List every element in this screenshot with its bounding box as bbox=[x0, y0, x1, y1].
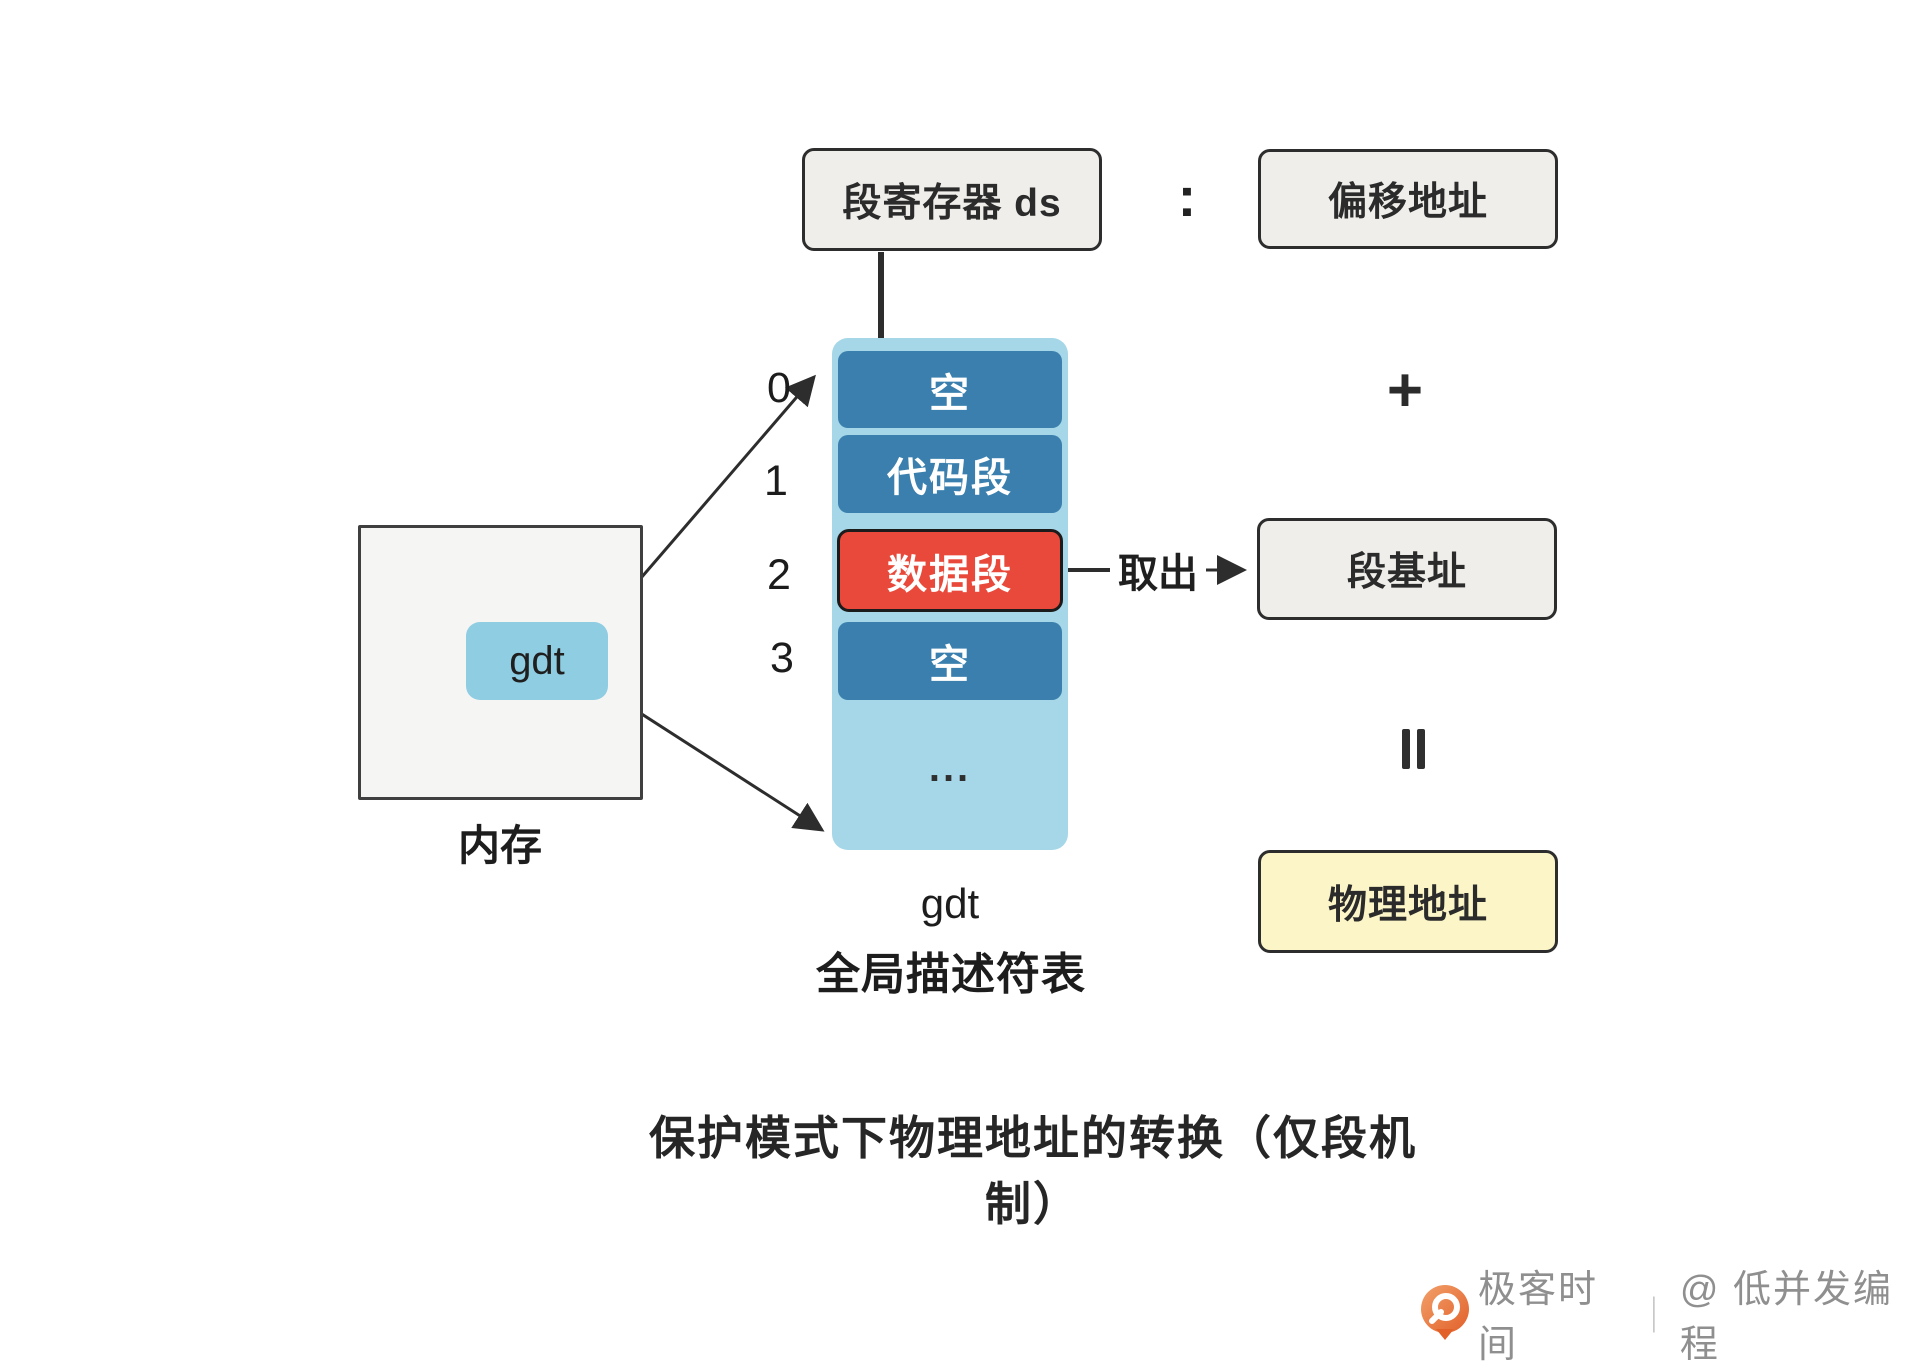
row-index-3: 3 bbox=[770, 634, 794, 682]
geektime-logo-icon bbox=[1421, 1285, 1469, 1340]
offset-address-box: 偏移地址 bbox=[1258, 149, 1558, 249]
footer-divider: ｜ bbox=[1635, 1295, 1674, 1336]
segment-base-label: 段基址 bbox=[1346, 551, 1467, 594]
equals-bar-left bbox=[1402, 729, 1410, 769]
gdt-table: 空 代码段 数据段 空 ... bbox=[832, 338, 1068, 850]
segment-register-label: 段寄存器 ds bbox=[842, 181, 1062, 225]
offset-address-label: 偏移地址 bbox=[1327, 181, 1488, 224]
row-index-1: 1 bbox=[764, 457, 788, 505]
gdt-fullname-label: 全局描述符表 bbox=[816, 950, 1086, 999]
footer-brand: 极客时间 bbox=[1478, 1269, 1599, 1366]
gdt-name-label: gdt bbox=[920, 880, 980, 927]
table-ellipsis: ... bbox=[928, 746, 972, 790]
diagram-caption: 保护模式下物理地址的转换（仅段机制） bbox=[649, 1112, 1417, 1230]
table-row-2-data-segment: 数据段 bbox=[837, 529, 1063, 612]
table-row-1-code-segment: 代码段 bbox=[838, 435, 1062, 513]
equals-operator bbox=[1402, 729, 1426, 769]
table-row-3-empty: 空 bbox=[838, 622, 1062, 700]
physical-address-box: 物理地址 bbox=[1258, 850, 1558, 953]
plus-operator: + bbox=[1386, 355, 1424, 425]
footer-handle: @ 低并发编程 bbox=[1679, 1269, 1893, 1366]
equals-bar-right bbox=[1417, 729, 1425, 769]
segment-register-box: 段寄存器 ds bbox=[802, 148, 1102, 251]
row-index-0: 0 bbox=[767, 364, 791, 412]
gdt-chip: gdt bbox=[466, 622, 608, 700]
row-index-2: 2 bbox=[767, 551, 791, 599]
physical-address-label: 物理地址 bbox=[1327, 883, 1488, 927]
memory-label: 内存 bbox=[457, 822, 542, 869]
segment-base-box: 段基址 bbox=[1257, 518, 1557, 620]
fetch-label: 取出 bbox=[1118, 552, 1198, 596]
colon-separator: : bbox=[1177, 164, 1197, 228]
footer-credit: 极客时间 ｜ @ 低并发编程 bbox=[1478, 1269, 1920, 1366]
table-row-0-empty: 空 bbox=[838, 351, 1062, 428]
